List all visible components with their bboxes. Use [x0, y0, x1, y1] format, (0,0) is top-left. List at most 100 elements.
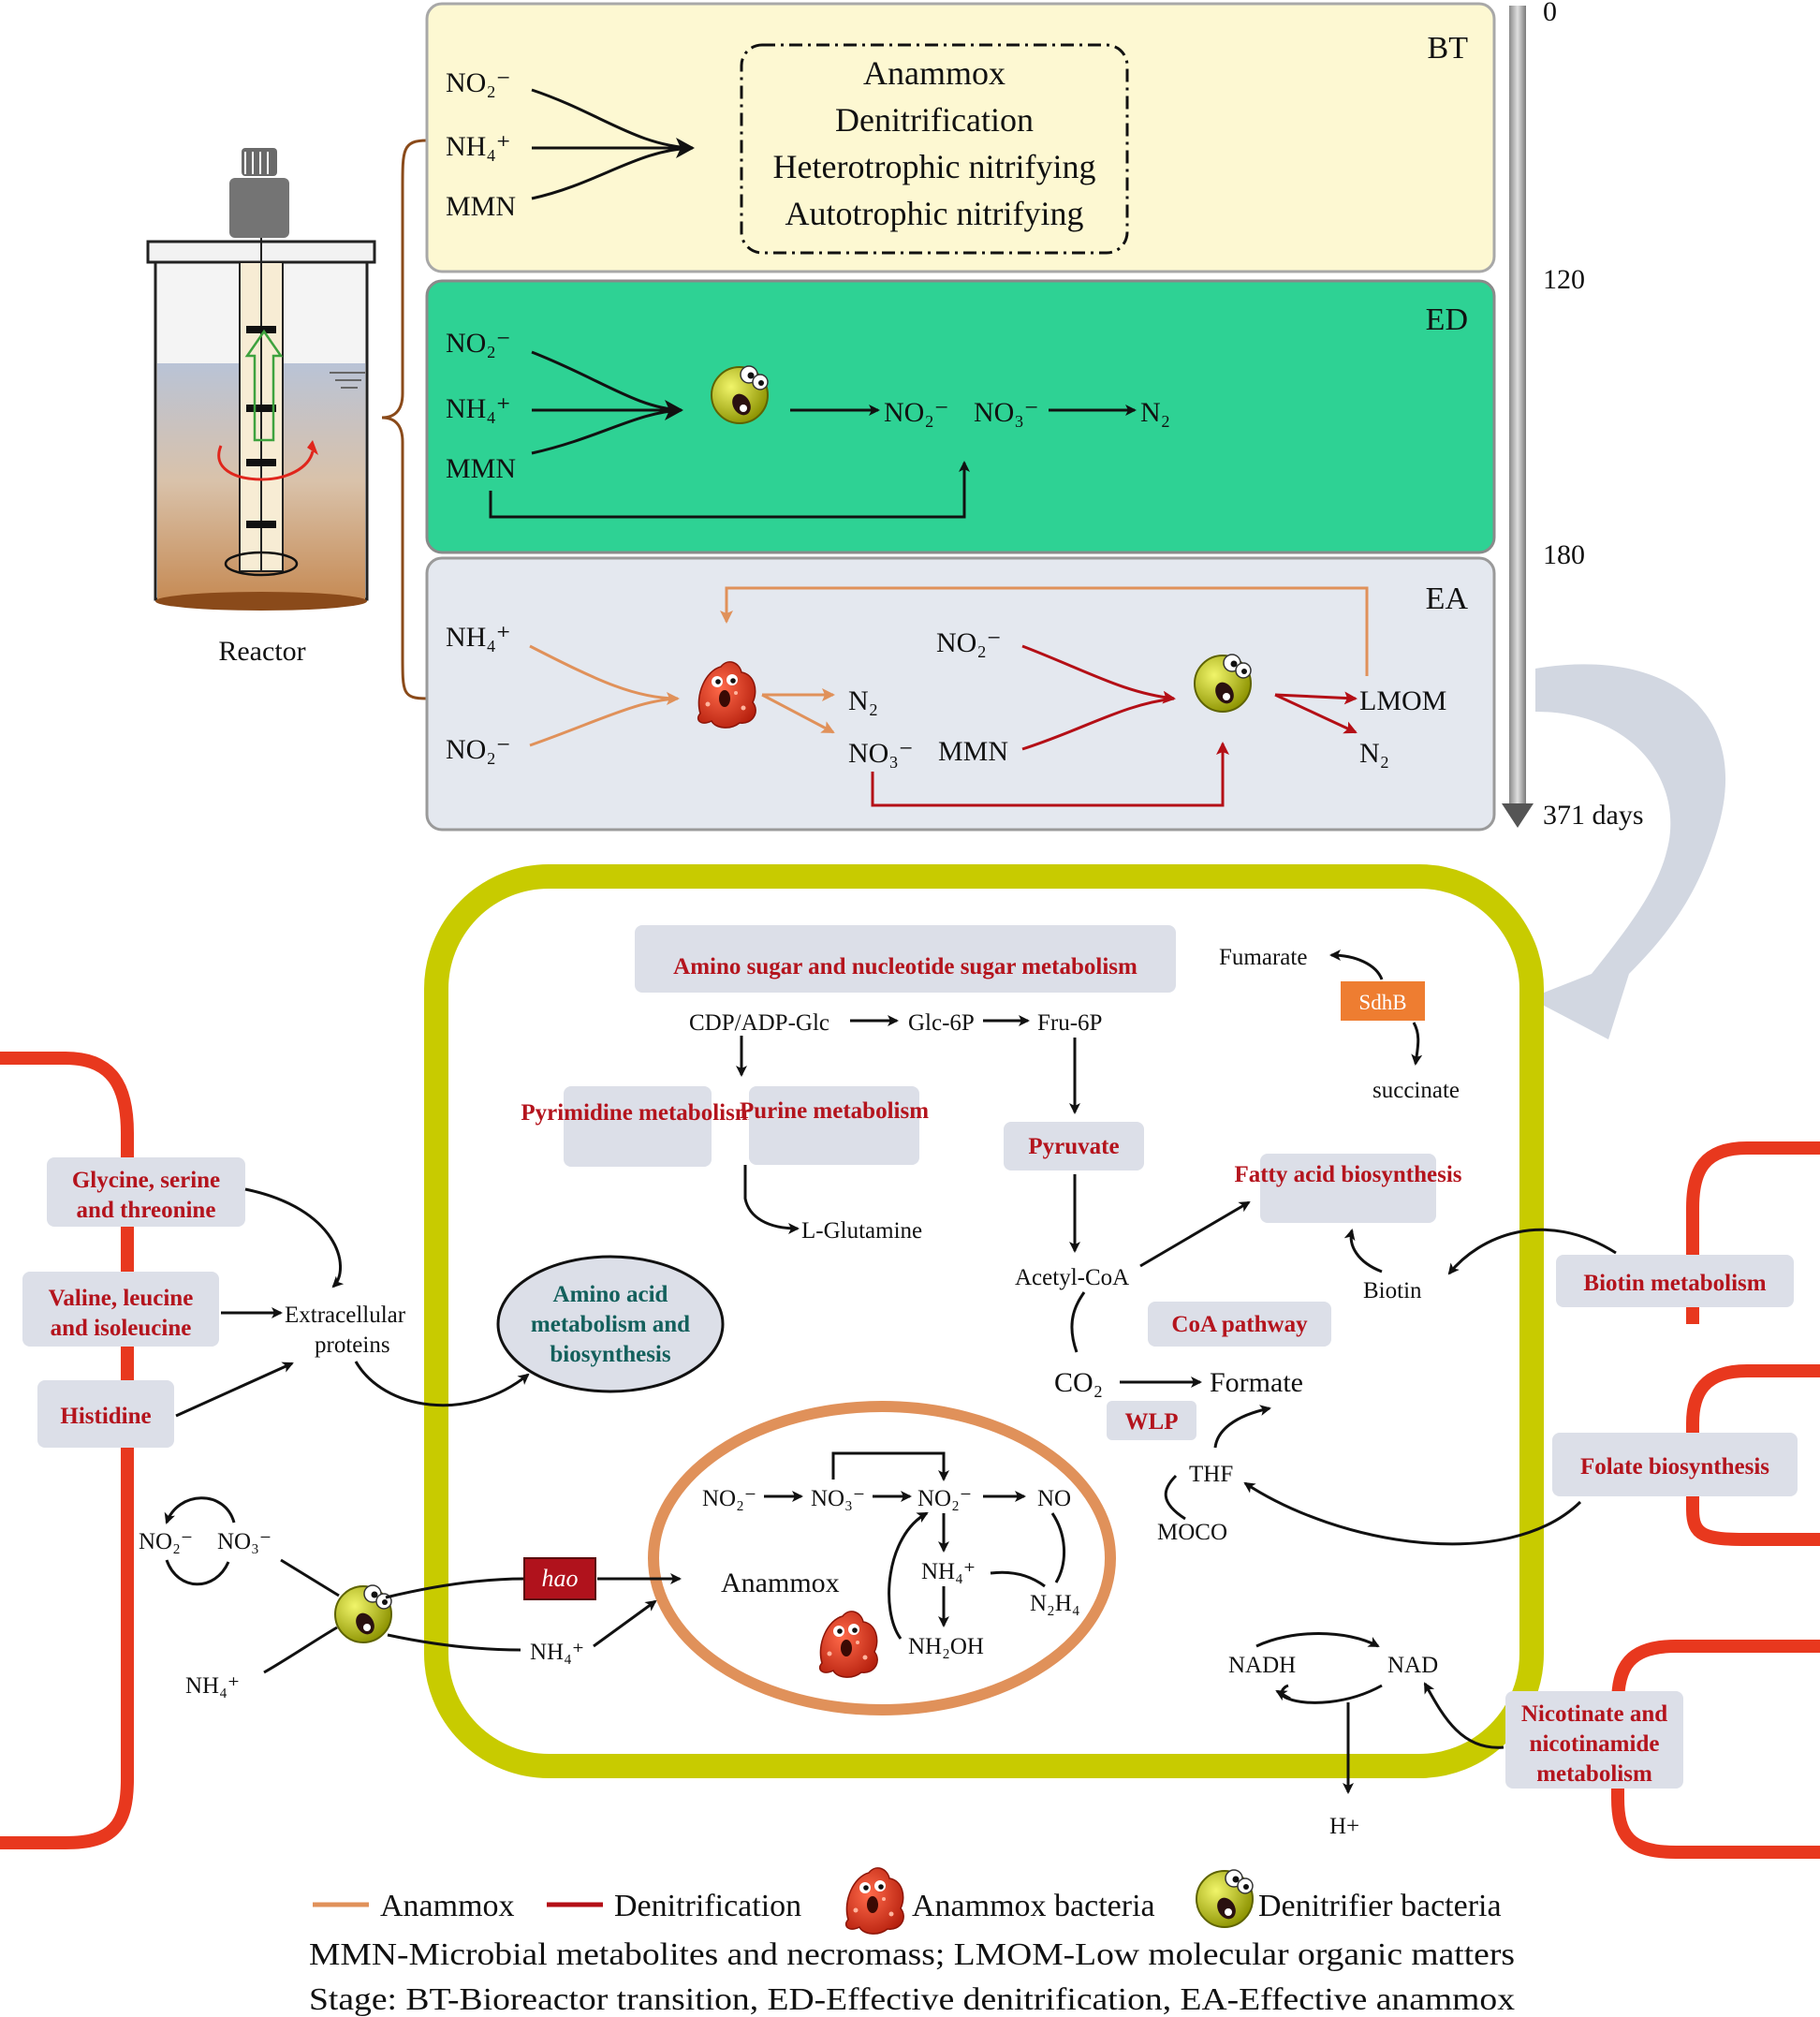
nad: NAD — [1387, 1653, 1438, 1678]
fumarate: Fumarate — [1219, 945, 1307, 970]
legend-anammox-bacteria: Anammox bacteria — [912, 1889, 1155, 1923]
stage-bt-tag: BT — [1428, 31, 1469, 66]
wlp-label: WLP — [1125, 1409, 1179, 1435]
an-nh2oh: NH₂OH — [908, 1634, 984, 1659]
stage-ea: EA NH₄⁺ NO₂⁻ N₂ NO₃⁻ NO₂⁻ MMN LMOM N₂ — [425, 556, 1496, 832]
out-no2: NO₂⁻ — [139, 1529, 193, 1554]
an-no2-left: NO₂⁻ — [702, 1486, 756, 1511]
right-red-bracket-1 — [1686, 1141, 1820, 1324]
timeline-tick-120: 120 — [1543, 264, 1585, 295]
amino-acid-line2: metabolism and — [531, 1312, 690, 1337]
thf: THF — [1189, 1462, 1233, 1487]
bt-process-denitrification: Denitrification — [835, 101, 1034, 139]
anammox-label: Anammox — [721, 1568, 840, 1598]
ed-output-no2: NO₂⁻ — [884, 397, 949, 428]
legend-note-1: MMN-Microbial metabolites and necromass;… — [309, 1937, 1515, 1972]
ea-deni-no2: NO₂⁻ — [936, 627, 1002, 658]
timeline-tick-180: 180 — [1543, 539, 1585, 570]
bt-process-heterotrophic: Heterotrophic nitrifying — [773, 148, 1096, 185]
ea-input-nh4: NH₄⁺ — [446, 622, 511, 653]
nicotinate-line3: metabolism — [1536, 1761, 1652, 1787]
reactor-label: Reactor — [218, 636, 305, 667]
co2: CO₂ — [1054, 1367, 1103, 1398]
an-no3: NO₃⁻ — [811, 1486, 865, 1511]
outside-left: Glycine, serine and threonine Valine, le… — [22, 1157, 682, 1699]
ed-denitrifier-icon — [711, 365, 769, 424]
nicotinate-line1: Nicotinate and — [1521, 1701, 1667, 1727]
timeline: 0 120 180 371 days — [1502, 0, 1644, 831]
coa-pathway-label: CoA pathway — [1171, 1312, 1308, 1337]
timeline-end-label: 371 days — [1543, 800, 1644, 831]
an-nh4: NH₄⁺ — [921, 1559, 976, 1584]
right-red-bracket-2 — [1686, 1364, 1820, 1546]
sdhb-label: SdhB — [1358, 991, 1406, 1014]
histidine-label: Histidine — [60, 1404, 151, 1429]
cdp-adp-glc: CDP/ADP-Glc — [689, 1010, 829, 1036]
stage-bt: BT NO₂⁻ NH₄⁺ MMN Anammox Denitrification… — [425, 2, 1496, 273]
valine-line1: Valine, leucine — [49, 1286, 194, 1311]
out-nh4: NH₄⁺ — [185, 1673, 240, 1699]
hao-label: hao — [542, 1565, 579, 1592]
ea-output-no3: NO₃⁻ — [848, 738, 914, 769]
amino-sugar-label: Amino sugar and nucleotide sugar metabol… — [673, 954, 1138, 979]
valine-line2: and isoleucine — [51, 1316, 192, 1341]
zoom-arrow — [1530, 664, 1726, 1039]
stage-ed-tag: ED — [1426, 302, 1468, 337]
an-no2-mid: NO₂⁻ — [917, 1486, 972, 1511]
an-n2h4: N₂H₄ — [1030, 1591, 1080, 1616]
legend: Anammox Denitrification Anammox bacteria… — [309, 1867, 1515, 2017]
out-nh4-cell: NH₄⁺ — [530, 1640, 584, 1665]
biotin: Biotin — [1363, 1278, 1422, 1303]
amino-acid-line1: Amino acid — [553, 1282, 668, 1307]
fatty-acid-label: Fatty acid biosynthesis — [1234, 1162, 1461, 1187]
ea-deni-mmn: MMN — [938, 736, 1008, 767]
stage-ea-tag: EA — [1426, 582, 1469, 616]
ea-denitrifier-icon — [1194, 654, 1252, 713]
ed-input-mmn: MMN — [446, 453, 516, 484]
formate: Formate — [1210, 1367, 1303, 1398]
ea-output-lmom: LMOM — [1359, 685, 1446, 716]
nadh: NADH — [1228, 1653, 1296, 1678]
stage-bracket — [381, 139, 428, 700]
legend-anammox: Anammox — [380, 1889, 515, 1923]
glycine-line1: Glycine, serine — [72, 1168, 220, 1193]
bt-input-no2: NO₂⁻ — [446, 67, 511, 98]
pyruvate-label: Pyruvate — [1028, 1134, 1119, 1159]
bt-process-anammox: Anammox — [863, 54, 1005, 92]
timeline-tick-0: 0 — [1543, 0, 1557, 27]
acetyl-coa: Acetyl-CoA — [1015, 1265, 1129, 1290]
h-plus: H+ — [1329, 1814, 1359, 1839]
legend-anammox-bacteria-icon — [844, 1867, 904, 1935]
biotin-metab-label: Biotin metabolism — [1583, 1271, 1766, 1296]
moco: MOCO — [1157, 1520, 1227, 1545]
l-glutamine: L-Glutamine — [801, 1218, 922, 1244]
cell-content: Amino sugar and nucleotide sugar metabol… — [496, 925, 1462, 1794]
outside-denitrifier-icon — [334, 1584, 392, 1643]
outside-right: Biotin metabolism Folate biosynthesis Ni… — [1243, 1228, 1798, 1789]
reactor: Reactor — [146, 148, 376, 667]
glc-6p: Glc-6P — [908, 1010, 975, 1036]
fru-6p: Fru-6P — [1037, 1010, 1102, 1036]
ed-input-nh4: NH₄⁺ — [446, 393, 511, 424]
glycine-line2: and threonine — [77, 1198, 216, 1223]
extracellular-line1: Extracellular — [285, 1303, 406, 1328]
ed-output-no3: NO₃⁻ — [974, 397, 1039, 428]
stage-ed: ED NO₂⁻ NH₄⁺ MMN NO₂⁻ NO₃⁻ N₂ — [425, 279, 1496, 554]
ed-output-n2: N₂ — [1140, 397, 1170, 428]
amino-acid-line3: biosynthesis — [550, 1342, 670, 1367]
bt-process-autotrophic: Autotrophic nitrifying — [785, 195, 1084, 232]
succinate: succinate — [1372, 1078, 1460, 1103]
purine-label: Purine metabolism — [740, 1098, 929, 1124]
nicotinate-line2: nicotinamide — [1530, 1731, 1660, 1757]
ed-input-no2: NO₂⁻ — [446, 328, 511, 359]
ea-output-n2-deni: N₂ — [1359, 738, 1389, 769]
left-red-bracket — [0, 1052, 134, 1849]
bt-input-nh4: NH₄⁺ — [446, 131, 511, 162]
out-no3: NO₃⁻ — [217, 1529, 272, 1554]
legend-note-2: Stage: BT-Bioreactor transition, ED-Effe… — [309, 1982, 1515, 2017]
bt-input-mmn: MMN — [446, 191, 516, 222]
legend-denitrification: Denitrification — [614, 1889, 801, 1923]
folate-label: Folate biosynthesis — [1580, 1454, 1769, 1480]
extracellular-line2: proteins — [315, 1332, 390, 1358]
an-no: NO — [1037, 1486, 1071, 1511]
